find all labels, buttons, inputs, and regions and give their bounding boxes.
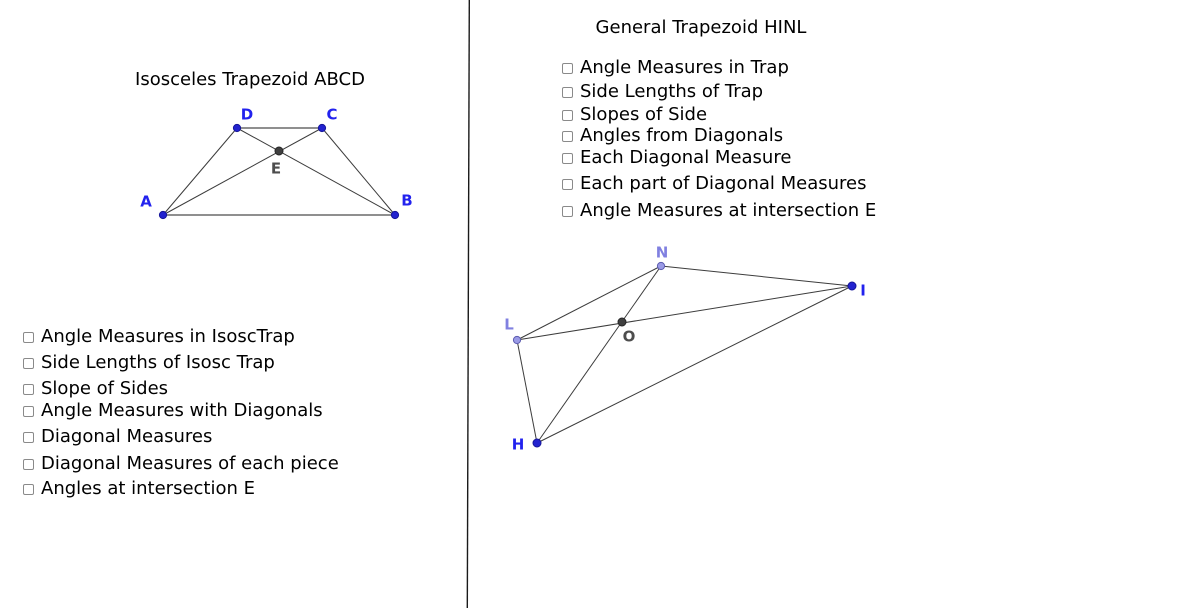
checkbox-side-lengths-of-trap[interactable] [562,86,573,98]
checkbox-label: Each Diagonal Measure [580,147,792,168]
point-c[interactable] [317,123,327,133]
checkbox-angles-at-intersection-e[interactable] [23,483,34,495]
checkbox-label: Slope of Sides [41,378,169,399]
segment-ad [162,127,238,216]
segment-hl [516,339,538,444]
point-d[interactable] [232,123,242,133]
checkbox-angle-measures-at-intersection-e[interactable] [562,205,573,217]
checkbox-slopes-of-side[interactable] [562,109,573,121]
checkbox-diagonal-measures-of-each-piece[interactable] [23,458,34,470]
point-o [617,317,627,327]
checkbox-label: Angle Measures at intersection E [580,200,877,221]
checkbox-angles-from-diagonals[interactable] [562,130,573,142]
point-e [274,146,284,156]
segment-ni [660,265,853,287]
point-label-e: E [271,160,281,178]
point-label-i: I [860,282,866,300]
checkbox-row-angle-measures-at-intersection-e[interactable]: Angle Measures at intersection E [562,200,876,222]
point-label-h: H [512,436,525,454]
point-label-b: B [401,192,412,210]
checkbox-label: Angle Measures in Trap [580,57,789,78]
checkbox-label: Side Lengths of Trap [580,81,764,102]
checkbox-label: Slopes of Side [580,104,708,125]
point-b[interactable] [390,210,400,220]
checkbox-label: Side Lengths of Isosc Trap [41,352,275,373]
checkbox-label: Angles from Diagonals [580,125,784,146]
figure-general-trapezoid-hinl: N L I H O [504,244,866,454]
checkbox-row-diagonal-measures[interactable]: Diagonal Measures [23,426,212,448]
checkbox-angle-measures-in-isosctrap[interactable] [23,331,34,343]
point-n[interactable] [656,261,666,271]
checkbox-row-slopes-of-side[interactable]: Slopes of Side [562,104,707,126]
checkbox-row-each-part-of-diagonal-measures[interactable]: Each part of Diagonal Measures [562,173,867,195]
point-label-l: L [504,316,514,334]
point-label-n: N [656,244,669,262]
checkbox-label: Angle Measures with Diagonals [41,400,323,421]
point-label-o: O [623,328,636,346]
point-h[interactable] [532,438,542,448]
checkbox-side-lengths-of-isosc-trap[interactable] [23,357,34,369]
checkbox-diagonal-measures[interactable] [23,431,34,443]
figure-isosceles-trapezoid-abcd: A B C D E [140,106,413,220]
segment-ln [516,265,662,341]
checkbox-row-angles-from-diagonals[interactable]: Angles from Diagonals [562,125,783,147]
checkbox-angle-measures-with-diagonals[interactable] [23,405,34,417]
checkbox-row-each-diagonal-measure[interactable]: Each Diagonal Measure [562,147,791,169]
point-label-a: A [140,193,152,211]
checkbox-row-angle-measures-in-trap[interactable]: Angle Measures in Trap [562,57,789,79]
panel-divider [466,0,470,609]
checkbox-row-side-lengths-of-isosc-trap[interactable]: Side Lengths of Isosc Trap [23,352,275,374]
diagonal-bd [236,127,396,216]
checkbox-angle-measures-in-trap[interactable] [562,62,573,74]
point-a[interactable] [158,210,168,220]
checkbox-slope-of-sides[interactable] [23,383,34,395]
right-panel-title: General Trapezoid HINL [595,17,807,38]
checkbox-label: Angle Measures in IsoscTrap [41,326,295,347]
segment-ih [536,285,853,444]
checkbox-label: Diagonal Measures of each piece [41,453,339,474]
left-panel-title: Isosceles Trapezoid ABCD [135,69,365,90]
segment-bc [321,127,396,216]
checkbox-each-diagonal-measure[interactable] [562,152,573,164]
diagonal-hn [536,265,662,444]
checkbox-row-angles-at-intersection-e[interactable]: Angles at intersection E [23,478,255,500]
point-l[interactable] [512,335,522,345]
checkbox-label: Angles at intersection E [41,478,255,499]
checkbox-row-slope-of-sides[interactable]: Slope of Sides [23,378,168,400]
diagonal-li [516,285,853,341]
checkbox-each-part-of-diagonal-measures[interactable] [562,178,573,190]
checkbox-row-diagonal-measures-of-each-piece[interactable]: Diagonal Measures of each piece [23,453,339,475]
point-label-d: D [241,106,253,124]
checkbox-row-angle-measures-in-isosctrap[interactable]: Angle Measures in IsoscTrap [23,326,295,348]
checkbox-row-side-lengths-of-trap[interactable]: Side Lengths of Trap [562,81,763,103]
point-i[interactable] [847,281,857,291]
checkbox-row-angle-measures-with-diagonals[interactable]: Angle Measures with Diagonals [23,400,323,422]
checkbox-label: Diagonal Measures [41,426,213,447]
checkbox-label: Each part of Diagonal Measures [580,173,867,194]
diagonal-ac [162,127,323,216]
point-label-c: C [326,106,337,124]
